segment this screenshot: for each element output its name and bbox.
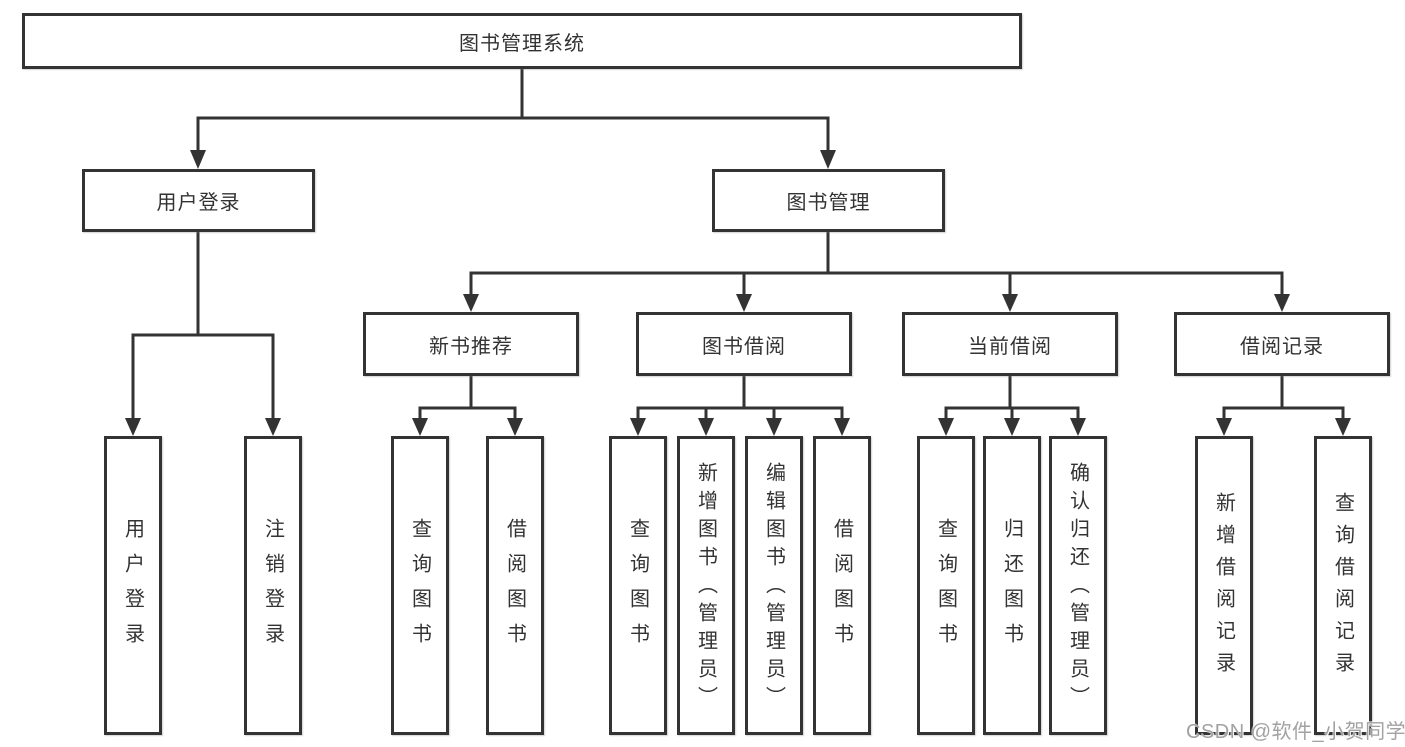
leaf-borrow-books-recommend: 借阅图书 [486, 436, 544, 735]
node-book-management: 图书管理 [712, 169, 945, 232]
node-borrowing-records: 借阅记录 [1174, 312, 1390, 376]
leaf-query-borrow-record: 查询借阅记录 [1314, 436, 1372, 735]
node-user-login: 用户登录 [82, 169, 315, 232]
leaf-add-books-admin: 新增图书（管理员） [677, 436, 735, 735]
node-book-borrowing: 图书借阅 [636, 312, 852, 376]
leaf-borrow-books-borrowing: 借阅图书 [813, 436, 871, 735]
node-library-management-system: 图书管理系统 [22, 13, 1022, 69]
leaf-edit-books-admin: 编辑图书（管理员） [745, 436, 803, 735]
node-new-book-recommendation: 新书推荐 [363, 312, 579, 376]
leaf-query-books-recommend: 查询图书 [391, 436, 449, 735]
node-current-borrowing: 当前借阅 [902, 312, 1118, 376]
leaf-confirm-return-admin: 确认归还（管理员） [1049, 436, 1107, 735]
csdn-watermark: CSDN @软件_小贺同学 [1186, 721, 1405, 743]
leaf-user-login: 用户登录 [104, 436, 162, 735]
leaf-logout: 注销登录 [244, 436, 302, 735]
leaf-query-books-borrowing: 查询图书 [609, 436, 667, 735]
leaf-return-books: 归还图书 [983, 436, 1041, 735]
leaf-query-books-current: 查询图书 [917, 436, 975, 735]
arrow-down-icons [125, 150, 1351, 436]
leaf-add-borrow-record: 新增借阅记录 [1195, 436, 1253, 735]
